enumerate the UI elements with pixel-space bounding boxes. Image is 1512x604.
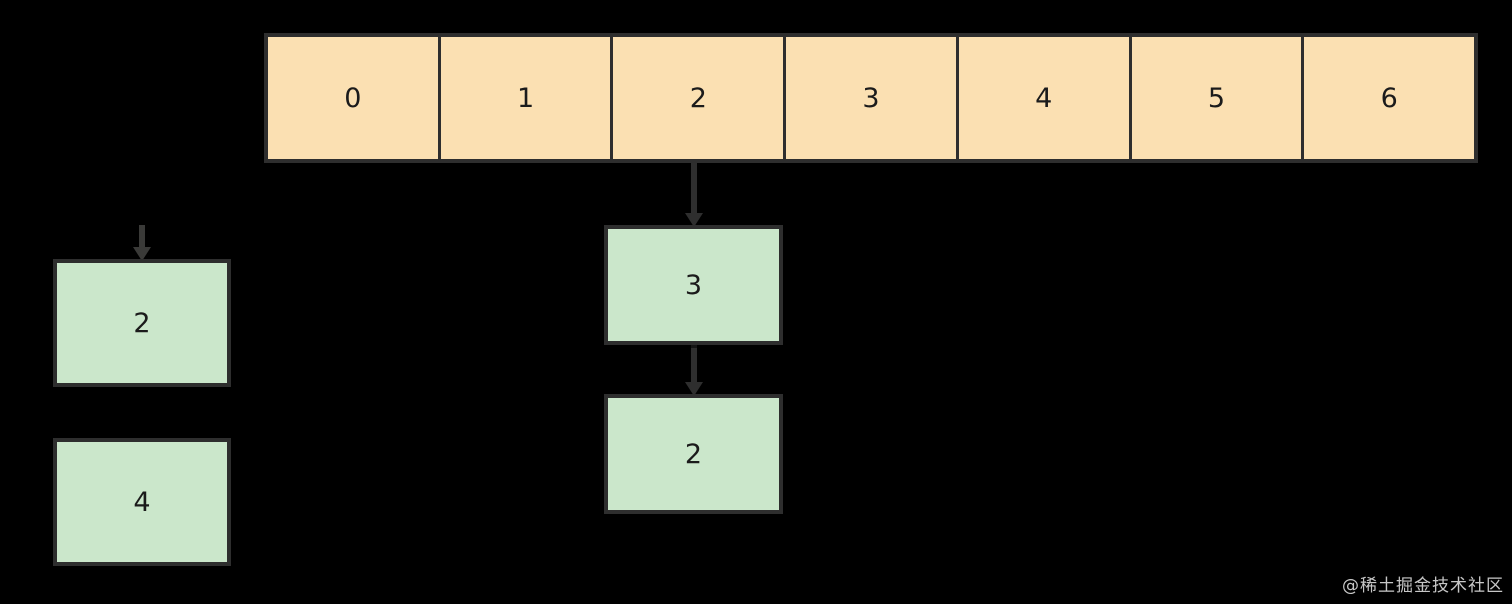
array-cell-label: 0 <box>344 82 362 114</box>
node-mid-2[interactable]: 2 <box>604 394 783 514</box>
watermark: @稀土掘金技术社区 <box>1342 576 1504 596</box>
arrow-bucket-2-to-node-3 <box>680 163 708 227</box>
node-label: 4 <box>133 486 151 518</box>
node-left-2[interactable]: 2 <box>53 259 231 387</box>
array-cell-label: 4 <box>1035 82 1053 114</box>
node-label: 3 <box>684 269 703 301</box>
bucket-array: 0 1 2 3 4 5 6 <box>264 33 1478 163</box>
array-cell-4[interactable]: 4 <box>958 37 1132 159</box>
arrow-shaft <box>691 345 697 384</box>
array-cell-2[interactable]: 2 <box>613 37 787 159</box>
array-cell-label: 2 <box>689 82 707 114</box>
arrow-stub-to-left-node-2 <box>128 225 156 261</box>
arrow-head-icon <box>133 247 151 261</box>
array-cell-label: 6 <box>1380 82 1398 114</box>
arrow-shaft <box>691 163 697 215</box>
arrow-shaft <box>139 225 145 249</box>
arrow-node-3-to-node-2 <box>680 345 708 396</box>
array-cell-1[interactable]: 1 <box>440 37 614 159</box>
node-left-4[interactable]: 4 <box>53 438 231 566</box>
arrow-head-icon <box>685 213 703 227</box>
node-label: 2 <box>684 438 703 470</box>
arrow-head-icon <box>685 382 703 396</box>
array-cell-5[interactable]: 5 <box>1131 37 1305 159</box>
node-label: 2 <box>133 307 151 339</box>
array-cell-6[interactable]: 6 <box>1304 37 1475 159</box>
array-cell-label: 1 <box>516 82 535 114</box>
array-cell-label: 3 <box>862 82 880 114</box>
node-mid-3[interactable]: 3 <box>604 225 783 345</box>
array-cell-label: 5 <box>1207 82 1226 114</box>
array-cell-3[interactable]: 3 <box>786 37 959 159</box>
array-cell-0[interactable]: 0 <box>268 37 441 159</box>
